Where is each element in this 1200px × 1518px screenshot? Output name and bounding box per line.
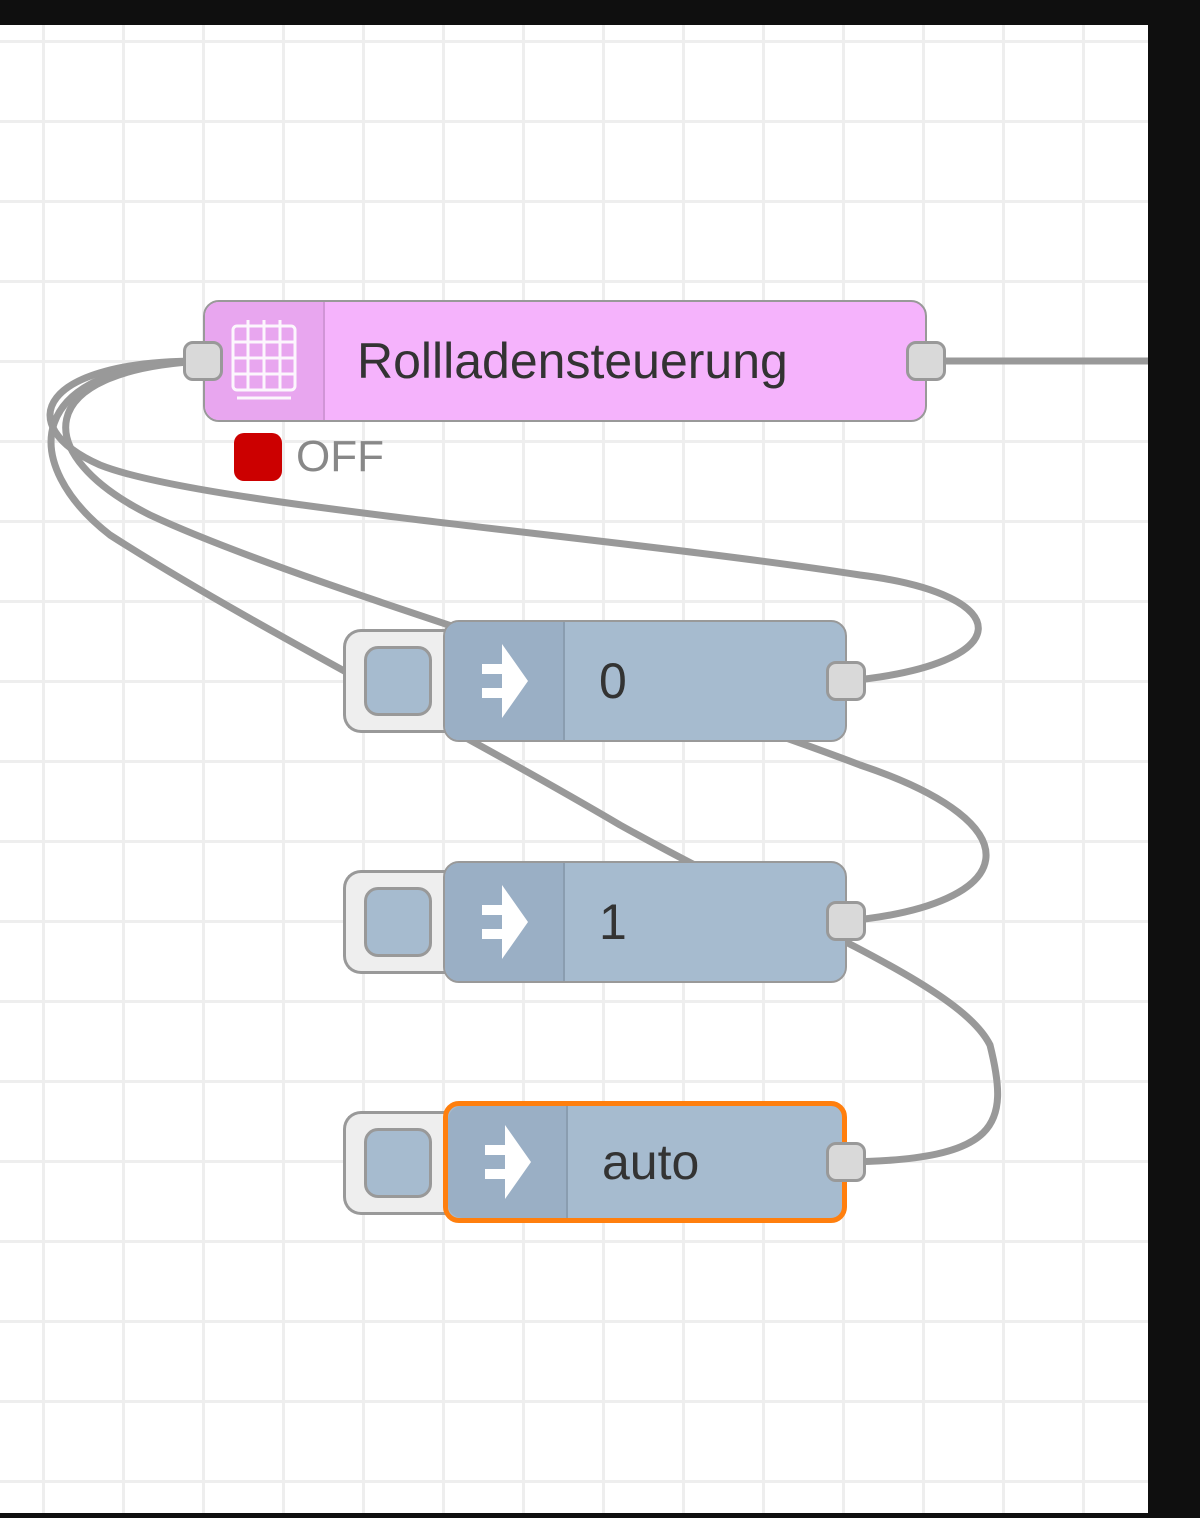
status-text: OFF: [296, 432, 384, 481]
node-icon-area: [448, 1106, 568, 1218]
wire-inject-0-to-schedule[interactable]: [46, 357, 982, 685]
node-status: OFF: [234, 432, 384, 482]
node-rollladensteuerung[interactable]: Rollladensteuerung: [203, 300, 927, 422]
node-label: Rollladensteuerung: [357, 333, 788, 389]
node-icon-area: [205, 302, 325, 420]
node-label: 1: [599, 894, 627, 950]
node-inject-1[interactable]: 1: [443, 861, 847, 983]
node-inject-0[interactable]: 0: [443, 620, 847, 742]
inject-button[interactable]: [343, 870, 453, 974]
node-icon-area: [445, 622, 565, 740]
inject-button-face[interactable]: [364, 1128, 432, 1198]
node-icon-area: [445, 863, 565, 981]
node-inject-auto[interactable]: auto: [443, 1101, 847, 1223]
inject-arrow-icon: [482, 885, 528, 959]
inject-button-face[interactable]: [364, 646, 432, 716]
node-label: 0: [599, 653, 627, 709]
output-port[interactable]: [906, 341, 946, 381]
input-port[interactable]: [183, 341, 223, 381]
flow-canvas[interactable]: Rollladensteuerung OFF 0 1: [0, 25, 1148, 1513]
inject-arrow-icon: [485, 1125, 531, 1199]
inject-button-face[interactable]: [364, 887, 432, 957]
output-port[interactable]: [826, 1142, 866, 1182]
node-label: auto: [602, 1134, 700, 1190]
calendar-icon: [231, 320, 297, 400]
status-indicator: [234, 433, 282, 481]
wires-layer: [46, 357, 1148, 1166]
inject-button[interactable]: [343, 629, 453, 733]
output-port[interactable]: [826, 661, 866, 701]
output-port[interactable]: [826, 901, 866, 941]
wire-inject-auto-to-schedule[interactable]: [47, 357, 1002, 1166]
inject-arrow-icon: [482, 644, 528, 718]
inject-button[interactable]: [343, 1111, 453, 1215]
